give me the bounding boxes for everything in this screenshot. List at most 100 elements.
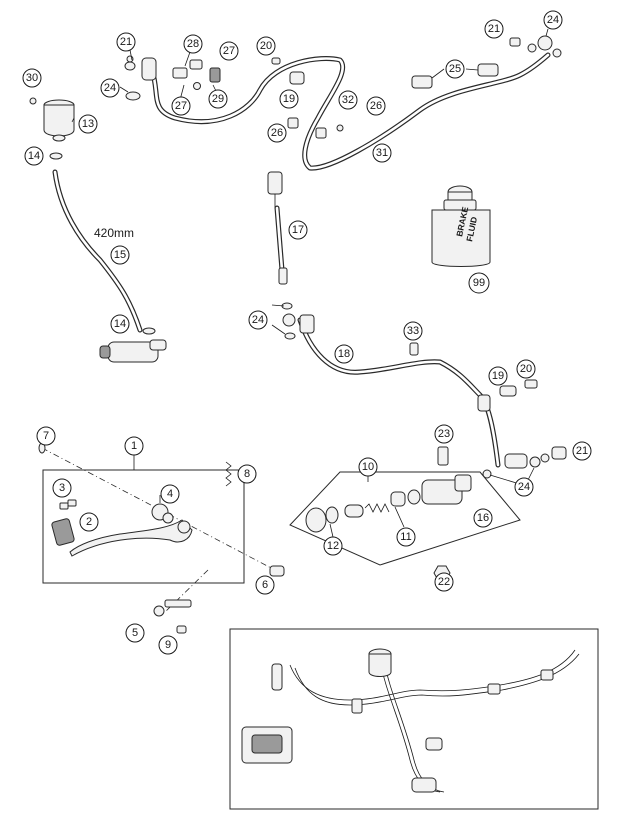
svg-text:32: 32 xyxy=(342,94,354,106)
svg-text:33: 33 xyxy=(407,325,419,337)
callout-11: 11 xyxy=(396,527,416,547)
svg-text:20: 20 xyxy=(260,40,272,52)
callout-20-top: 20 xyxy=(256,36,276,56)
callout-1: 1 xyxy=(124,436,144,456)
callout-27-top: 27 xyxy=(219,41,239,61)
svg-text:10: 10 xyxy=(362,461,374,473)
svg-text:12: 12 xyxy=(327,540,339,552)
svg-text:30: 30 xyxy=(26,72,38,84)
hose-clamp-group xyxy=(126,55,221,90)
svg-text:19: 19 xyxy=(283,93,295,105)
callout-5: 5 xyxy=(125,623,145,643)
clips-26 xyxy=(287,117,344,139)
svg-text:24: 24 xyxy=(547,14,559,26)
master-cylinder-kit-parts xyxy=(305,474,472,533)
hose-holders-25 xyxy=(411,63,499,89)
callout-7: 7 xyxy=(36,426,56,446)
callout-12: 12 xyxy=(323,536,343,556)
overview-inset-drawing xyxy=(241,648,580,793)
callout-31: 31 xyxy=(372,143,392,163)
svg-text:1: 1 xyxy=(131,440,137,452)
svg-text:7: 7 xyxy=(43,430,49,442)
svg-text:24: 24 xyxy=(104,82,116,94)
svg-text:19: 19 xyxy=(492,370,504,382)
callout-23: 23 xyxy=(434,424,454,444)
svg-text:16: 16 xyxy=(477,512,489,524)
callout-17: 17 xyxy=(288,220,308,240)
callout-24-lower-right: 24 xyxy=(514,477,534,497)
svg-text:26: 26 xyxy=(271,127,283,139)
svg-text:6: 6 xyxy=(262,579,268,591)
hose-18 xyxy=(281,302,501,468)
reservoir-13 xyxy=(29,97,75,142)
callout-14-upper: 14 xyxy=(24,146,44,166)
svg-text:21: 21 xyxy=(576,445,588,457)
banjo-fitting-upper-left xyxy=(124,57,157,101)
callout-6: 6 xyxy=(255,575,275,595)
svg-text:17: 17 xyxy=(292,224,304,236)
callout-25: 25 xyxy=(445,59,465,79)
spring-8 xyxy=(225,461,232,487)
svg-text:15: 15 xyxy=(114,249,126,261)
svg-text:11: 11 xyxy=(400,531,411,543)
pedal-assembly-box xyxy=(42,469,245,584)
callout-32: 32 xyxy=(338,90,358,110)
callout-27-bottom: 27 xyxy=(171,96,191,116)
svg-text:23: 23 xyxy=(438,428,450,440)
small-parts-2-3 xyxy=(59,499,77,510)
svg-text:14: 14 xyxy=(28,150,40,162)
callout-13: 13 xyxy=(78,114,98,134)
svg-text:13: 13 xyxy=(82,118,94,130)
banjo-fitting-upper-right xyxy=(509,35,562,58)
svg-text:29: 29 xyxy=(212,93,224,105)
bolt-6 xyxy=(269,565,285,577)
overview-inset-box xyxy=(229,628,599,810)
svg-text:4: 4 xyxy=(167,488,173,500)
callout-16: 16 xyxy=(473,508,493,528)
callout-33: 33 xyxy=(403,321,423,341)
svg-text:8: 8 xyxy=(244,468,250,480)
rear-brake-hose-upper xyxy=(149,52,551,171)
callout-26-right: 26 xyxy=(366,96,386,116)
brake-fluid-bottle: BRAKE FLUID xyxy=(431,185,491,267)
sensor-cable-17 xyxy=(267,171,288,285)
callout-28: 28 xyxy=(183,34,203,54)
callout-24-upper-left: 24 xyxy=(100,78,120,98)
callout-2: 2 xyxy=(79,512,99,532)
callout-29: 29 xyxy=(208,89,228,109)
callout-10: 10 xyxy=(358,457,378,477)
callout-19-right: 19 xyxy=(488,366,508,386)
master-cylinder-kit-box xyxy=(289,471,521,566)
callout-19-top: 19 xyxy=(279,89,299,109)
callout-14-lower: 14 xyxy=(110,314,130,334)
hose-15 xyxy=(49,152,156,335)
svg-text:28: 28 xyxy=(187,38,199,50)
svg-text:14: 14 xyxy=(114,318,126,330)
hose-length-label: 420mm xyxy=(94,226,134,240)
pedal-bolt-axis xyxy=(164,569,209,613)
clip-19-top xyxy=(289,71,305,85)
callout-24-middle: 24 xyxy=(248,310,268,330)
callout-9: 9 xyxy=(158,635,178,655)
callout-20-right: 20 xyxy=(516,359,536,379)
callout-21-top-left: 21 xyxy=(116,32,136,52)
callout-24-upper-right: 24 xyxy=(543,10,563,30)
bolt-5 xyxy=(153,599,192,634)
svg-text:24: 24 xyxy=(252,314,264,326)
svg-text:20: 20 xyxy=(520,363,532,375)
callout-30: 30 xyxy=(22,68,42,88)
callout-8: 8 xyxy=(237,464,257,484)
callout-22: 22 xyxy=(434,572,454,592)
svg-text:27: 27 xyxy=(223,45,235,57)
svg-text:27: 27 xyxy=(175,100,187,112)
svg-text:31: 31 xyxy=(376,147,388,159)
svg-text:3: 3 xyxy=(59,482,65,494)
callout-26-left: 26 xyxy=(267,123,287,143)
callout-21-top-right: 21 xyxy=(484,19,504,39)
callout-99: 99 xyxy=(468,272,490,294)
right-fittings xyxy=(433,379,567,581)
svg-text:24: 24 xyxy=(518,481,530,493)
callout-21-right: 21 xyxy=(572,441,592,461)
svg-text:5: 5 xyxy=(132,627,138,639)
svg-text:99: 99 xyxy=(473,277,485,289)
